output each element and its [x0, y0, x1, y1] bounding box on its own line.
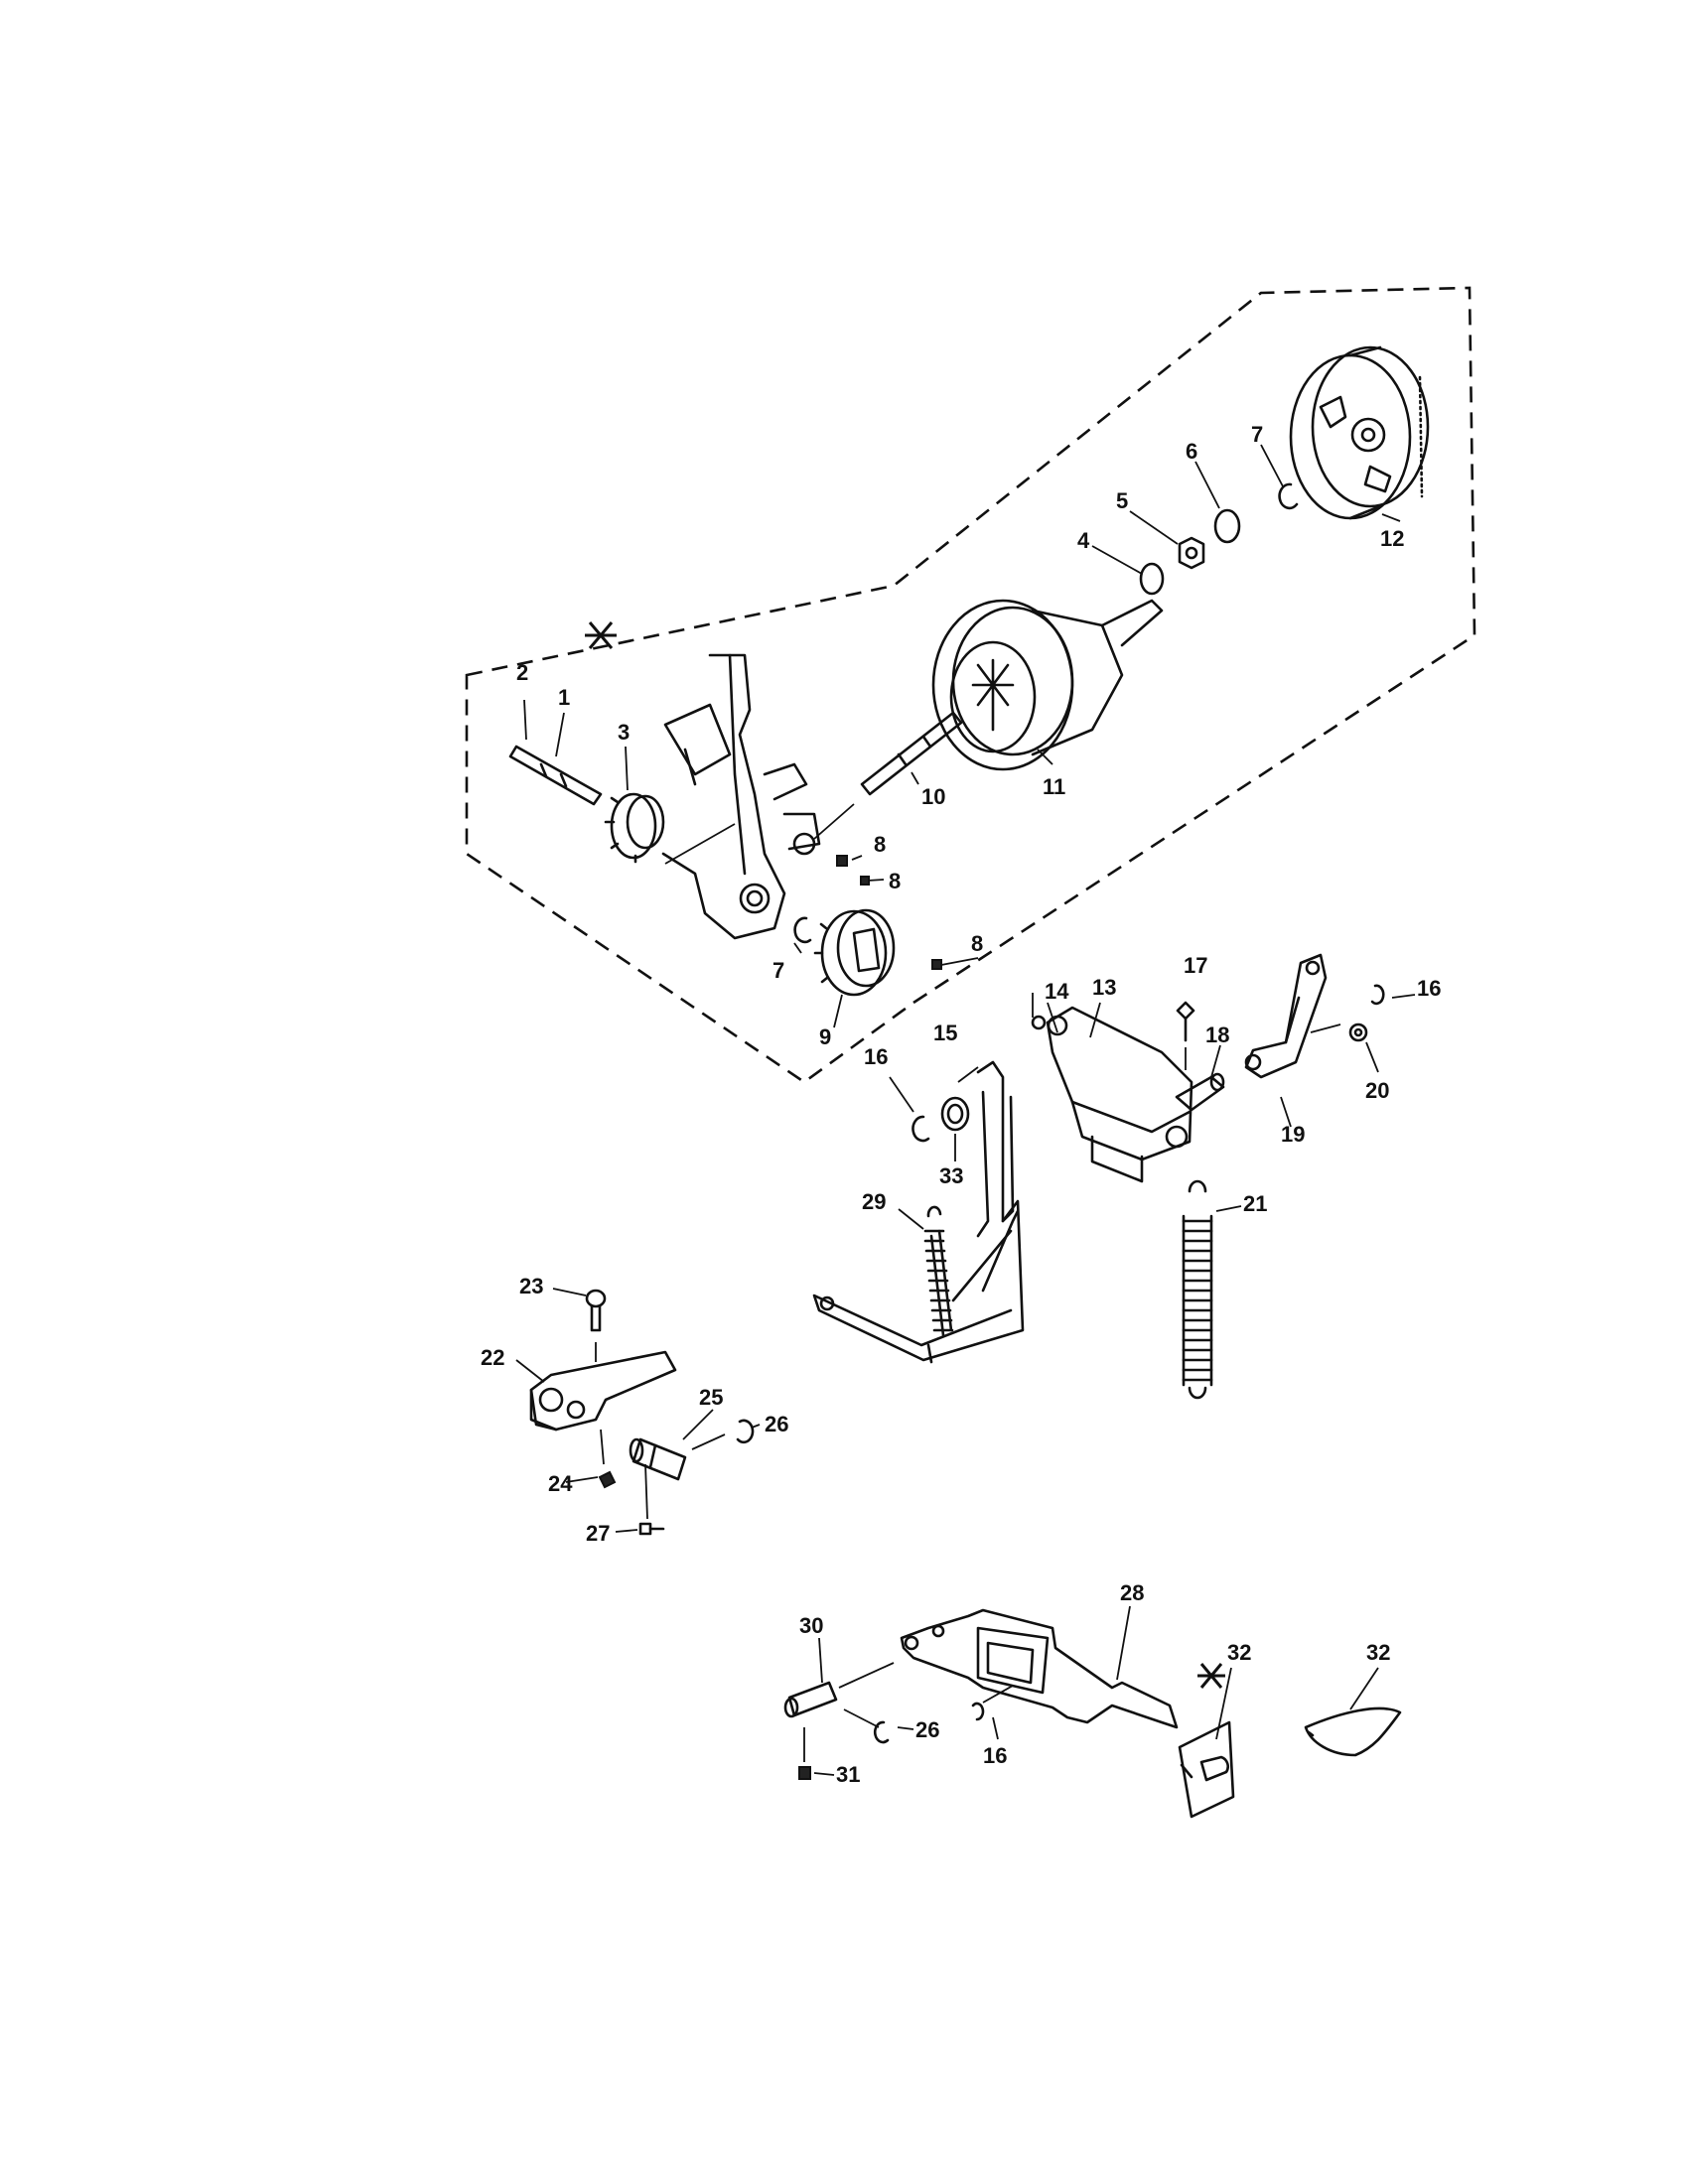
part-23-screw [585, 1289, 607, 1332]
part-31-screw [798, 1766, 811, 1780]
label-part-26-upper: 26 [765, 1412, 788, 1436]
label-part-31: 31 [836, 1762, 860, 1787]
label-part-30: 30 [799, 1613, 823, 1638]
part-22-lever [529, 1350, 677, 1432]
part-8-setscrew-a [836, 855, 848, 867]
label-part-22: 22 [481, 1345, 504, 1370]
part-24-screw [598, 1470, 617, 1489]
label-part-29: 29 [862, 1189, 886, 1214]
part-19-lever-arm [1244, 953, 1328, 1079]
main-frame-bracket [661, 653, 855, 940]
part-5-nut [1178, 536, 1205, 570]
part-10-shaft [860, 711, 963, 796]
part-4-washer [1139, 562, 1165, 596]
label-part-13: 13 [1092, 975, 1116, 1000]
part-33-washer [940, 1096, 970, 1132]
label-part-12: 12 [1380, 526, 1404, 551]
part-14-pin [1031, 1015, 1047, 1030]
label-part-17: 17 [1184, 953, 1207, 978]
part-13-lever-block [1046, 1006, 1193, 1183]
label-part-18: 18 [1205, 1023, 1229, 1047]
label-part-8-b: 8 [889, 869, 901, 893]
label-part-9: 9 [819, 1024, 831, 1049]
label-part-28: 28 [1120, 1580, 1144, 1605]
label-part-11: 11 [1043, 774, 1065, 799]
label-part-26-lower: 26 [915, 1717, 939, 1742]
label-part-3: 3 [618, 720, 630, 745]
label-part-10: 10 [921, 784, 945, 809]
label-part-16-left: 16 [864, 1044, 888, 1069]
part-15-bracket [812, 1060, 1025, 1364]
label-part-8-c: 8 [971, 931, 983, 956]
part-20-screw [1348, 1023, 1368, 1042]
part-32-plate [1178, 1720, 1235, 1819]
part-9-gear [813, 908, 896, 997]
part-16-clip-left [912, 1115, 930, 1143]
label-part-23: 23 [519, 1274, 543, 1298]
label-part-8-a: 8 [874, 832, 886, 857]
part-11-pulley [931, 599, 1164, 771]
part-32-cover [1304, 1706, 1402, 1757]
asterisk-marker-lower [1197, 1663, 1225, 1689]
label-part-6: 6 [1186, 439, 1197, 464]
label-part-5: 5 [1116, 488, 1128, 513]
part-6-washer [1213, 508, 1241, 544]
label-part-1: 1 [558, 685, 570, 710]
part-28-long-lever [900, 1608, 1179, 1729]
label-part-16-lower: 16 [983, 1743, 1007, 1768]
part-29-spring [923, 1205, 954, 1337]
label-part-20: 20 [1365, 1078, 1389, 1103]
label-part-14: 14 [1045, 979, 1069, 1004]
part-8-setscrew-b [860, 876, 870, 886]
label-part-21: 21 [1243, 1191, 1267, 1216]
label-part-2: 2 [516, 660, 528, 685]
label-part-25: 25 [699, 1385, 723, 1410]
part-7-clip-upper [1278, 482, 1299, 510]
label-part-16-right: 16 [1417, 976, 1441, 1001]
part-8-setscrew-c [931, 959, 942, 970]
asterisk-marker-upper [585, 621, 617, 649]
label-part-19: 19 [1281, 1122, 1305, 1147]
subassembly-boundary [465, 286, 1476, 1084]
part-27-screw [638, 1522, 665, 1536]
part-26-clip-upper [736, 1419, 755, 1444]
part-25-pin [629, 1437, 687, 1481]
part-12-gear-drum [1289, 345, 1430, 520]
label-part-33: 33 [939, 1163, 963, 1188]
label-part-32-left: 32 [1227, 1640, 1251, 1665]
part-16-clip-lower [971, 1702, 985, 1721]
part-3-small-gear [604, 792, 665, 864]
label-part-7-lower: 7 [772, 958, 784, 983]
part-1-shaft [508, 745, 603, 806]
part-21-spring [1182, 1179, 1213, 1400]
label-part-7-upper: 7 [1251, 422, 1263, 447]
part-7-clip-lower [793, 916, 812, 944]
part-17-screw [1176, 1001, 1195, 1042]
label-part-4: 4 [1077, 528, 1090, 553]
part-26-clip-lower [874, 1720, 890, 1744]
part-18-shaft [1175, 1072, 1225, 1112]
label-part-24: 24 [548, 1471, 573, 1496]
part-30-pin [783, 1681, 838, 1718]
part-16-clip-right [1370, 984, 1385, 1006]
label-part-15: 15 [933, 1021, 957, 1045]
label-part-32-right: 32 [1366, 1640, 1390, 1665]
label-part-27: 27 [586, 1521, 610, 1546]
